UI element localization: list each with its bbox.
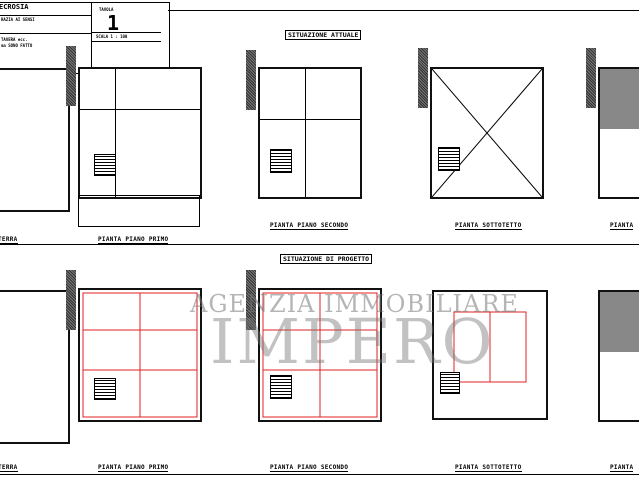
label-top-ground: TERRA (0, 236, 18, 244)
label-top-first: PIANTA PIANO PRIMO (98, 236, 169, 244)
section-current-title: SITUAZIONE ATTUALE (285, 30, 362, 40)
title-block: ECROSIA RAZIA AI SENSI TAVERA ecc. ma SO… (0, 2, 170, 74)
label-bottom-attic: PIANTA SOTTOTETTO (455, 464, 522, 472)
section-project-title: SITUAZIONE DI PROGETTO (280, 254, 373, 264)
plan-ground-current (0, 68, 70, 212)
title-line4: ma SONO FATTO (1, 43, 33, 48)
plan-attic-project (432, 290, 548, 420)
label-top-attic: PIANTA SOTTOTETTO (455, 222, 522, 230)
sheet-number: 1 (107, 11, 120, 35)
plan-first-project (78, 288, 202, 422)
plan-first-current (78, 67, 202, 199)
plan-roof-project (598, 290, 639, 422)
label-bottom-second: PIANTA PIANO SECONDO (270, 464, 349, 472)
title-line2: RAZIA AI SENSI (1, 17, 35, 22)
plan-second-current (258, 67, 362, 199)
title-line3: TAVERA ecc. (1, 37, 28, 42)
watermark-agency: AGENZIA IMMOBILIARE (190, 290, 519, 318)
label-top-second: PIANTA PIANO SECONDO (270, 222, 349, 230)
plan-roof-current (598, 67, 639, 199)
plan-attic-current (430, 67, 544, 199)
label-bottom-roof: PIANTA (610, 464, 634, 472)
label-bottom-first: PIANTA PIANO PRIMO (98, 464, 169, 472)
title-place: ECROSIA (0, 3, 91, 16)
label-top-roof: PIANTA (610, 222, 634, 230)
plan-second-project (258, 288, 382, 422)
label-bottom-ground: TERRA (0, 464, 18, 472)
watermark-brand: IMPERO (210, 305, 495, 378)
sheet-label: TAVOLA (99, 7, 114, 12)
plan-ground-project (0, 290, 70, 444)
scale: SCALA 1 : 100 (96, 34, 128, 39)
